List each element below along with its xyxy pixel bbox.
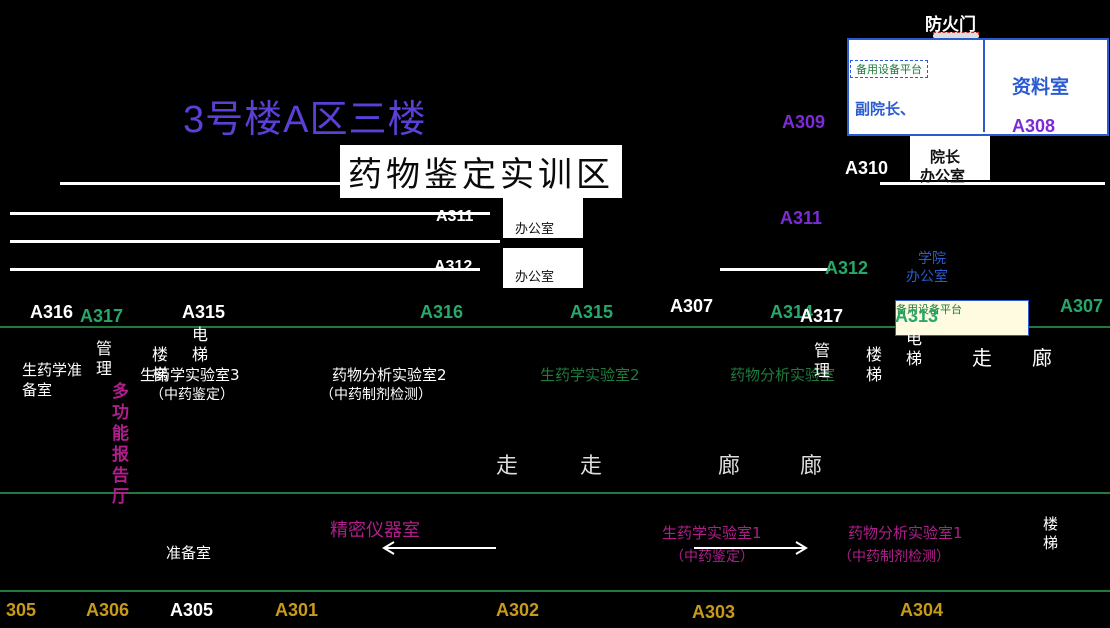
room-code-a309: A309 [782, 112, 826, 132]
top-wall-line-right [880, 182, 1105, 185]
room-management-left: 管理 [93, 340, 112, 380]
page-subtitle: 药物鉴定实训区 [340, 145, 622, 198]
small-office-1: 办公室 [515, 222, 555, 237]
room-code-a304: A304 [900, 600, 944, 620]
wall-line-5 [720, 268, 830, 271]
room-code-a316-left: A316 [30, 302, 74, 322]
fire-door-label: 防火门 [925, 15, 976, 35]
room-code-a316-mid: A316 [420, 302, 464, 322]
room-drug-analysis-lab2-sub: （中药制剂检测） [320, 387, 432, 403]
spare-platform-bottom: 备用设备平台 [895, 300, 1029, 336]
room-code-a305-edge: 305 [6, 600, 37, 620]
room-pharmacognosy-lab3: 生药学实验室3 [140, 366, 240, 384]
room-code-a313: A313 [895, 306, 939, 326]
room-drug-analysis-lab2: 药物分析实验室2 [332, 366, 447, 384]
spare-platform-top: 备用设备平台 [850, 60, 928, 78]
room-code-a308: A308 [1012, 116, 1056, 136]
dean-office-label: 办公室 [920, 167, 966, 185]
green-divider-upper [0, 326, 1110, 328]
room-code-a305: A305 [170, 600, 214, 620]
college-office-label-a: 学院 [918, 251, 946, 267]
corridor-char-2: 走 [580, 454, 603, 479]
top-right-block [847, 38, 1109, 136]
room-code-a307-right: A307 [1060, 296, 1104, 316]
green-divider-lower [0, 492, 1110, 494]
dean-block [910, 136, 990, 180]
room-code-a317-left: A317 [80, 306, 124, 326]
corridor-char-3: 廊 [718, 454, 741, 479]
room-prep-room: 准备室 [166, 544, 212, 562]
room-elevator-right: 电梯 [903, 330, 922, 370]
arrow-lower-right [694, 541, 808, 555]
wall-line-3 [10, 240, 500, 243]
corridor-char-4: 廊 [800, 454, 823, 479]
room-stairs-lower: 楼梯 [1041, 516, 1059, 554]
room-code-a310: A310 [845, 158, 889, 178]
room-multi-hall: 多功能报告厅 [108, 382, 128, 508]
dean-label: 院长 [930, 148, 961, 166]
room-code-a315-small: A315 [182, 302, 226, 322]
archive-room-label: 资料室 [1012, 76, 1070, 98]
room-code-a307-mid: A307 [670, 296, 714, 316]
room-pharmacognosy-office: 生药学准备室 [22, 361, 83, 399]
middle-block-2 [503, 248, 583, 288]
room-stairs-left: 楼梯 [149, 346, 168, 386]
page-title: 3号楼A区三楼 [183, 99, 427, 141]
wall-line-2 [10, 212, 490, 215]
small-office-2: 办公室 [515, 270, 555, 285]
vice-dean-label: 副院长、 [855, 100, 916, 118]
room-code-a317-right: A317 [800, 306, 844, 326]
room-code-a302: A302 [496, 600, 540, 620]
room-code-a312: A312 [825, 258, 869, 278]
room-elevator-left: 电梯 [189, 326, 208, 366]
college-office-label-b: 办公室 [906, 269, 948, 285]
room-pharmacognosy-lab2: 生药学实验室2 [540, 366, 640, 384]
room-code-a311-left: A311 [436, 208, 474, 225]
room-code-a315-mid: A315 [570, 302, 614, 322]
room-drug-analysis-lab1-sub: （中药制剂检测） [838, 549, 950, 565]
arrow-lower-left [382, 541, 496, 555]
room-corridor-right: 走廊 [972, 346, 1092, 370]
green-divider-bottom [0, 590, 1110, 592]
room-code-a301: A301 [275, 600, 319, 620]
room-code-a306: A306 [86, 600, 130, 620]
room-pharmacognosy-lab1: 生药学实验室1 [662, 524, 762, 542]
room-code-a312-left: A312 [434, 258, 473, 275]
room-drug-analysis-lab: 药物分析实验室 [730, 366, 836, 384]
room-pharmacognosy-lab1-sub: （中药鉴定） [670, 549, 754, 565]
room-drug-analysis-lab1: 药物分析实验室1 [848, 524, 963, 542]
room-stairs-right: 楼梯 [863, 346, 882, 386]
room-code-a314: A314 [770, 302, 814, 322]
top-right-divider [983, 38, 985, 132]
room-pharmacognosy-lab3-sub: （中药鉴定） [150, 387, 234, 403]
room-code-a311: A311 [780, 208, 823, 228]
room-management-right: 管理 [811, 342, 830, 382]
middle-block-1 [503, 198, 583, 238]
corridor-char-1: 走 [496, 454, 519, 479]
wall-line-4 [10, 268, 480, 271]
room-precision-instrument: 精密仪器室 [330, 520, 420, 541]
room-code-a303: A303 [692, 602, 736, 622]
